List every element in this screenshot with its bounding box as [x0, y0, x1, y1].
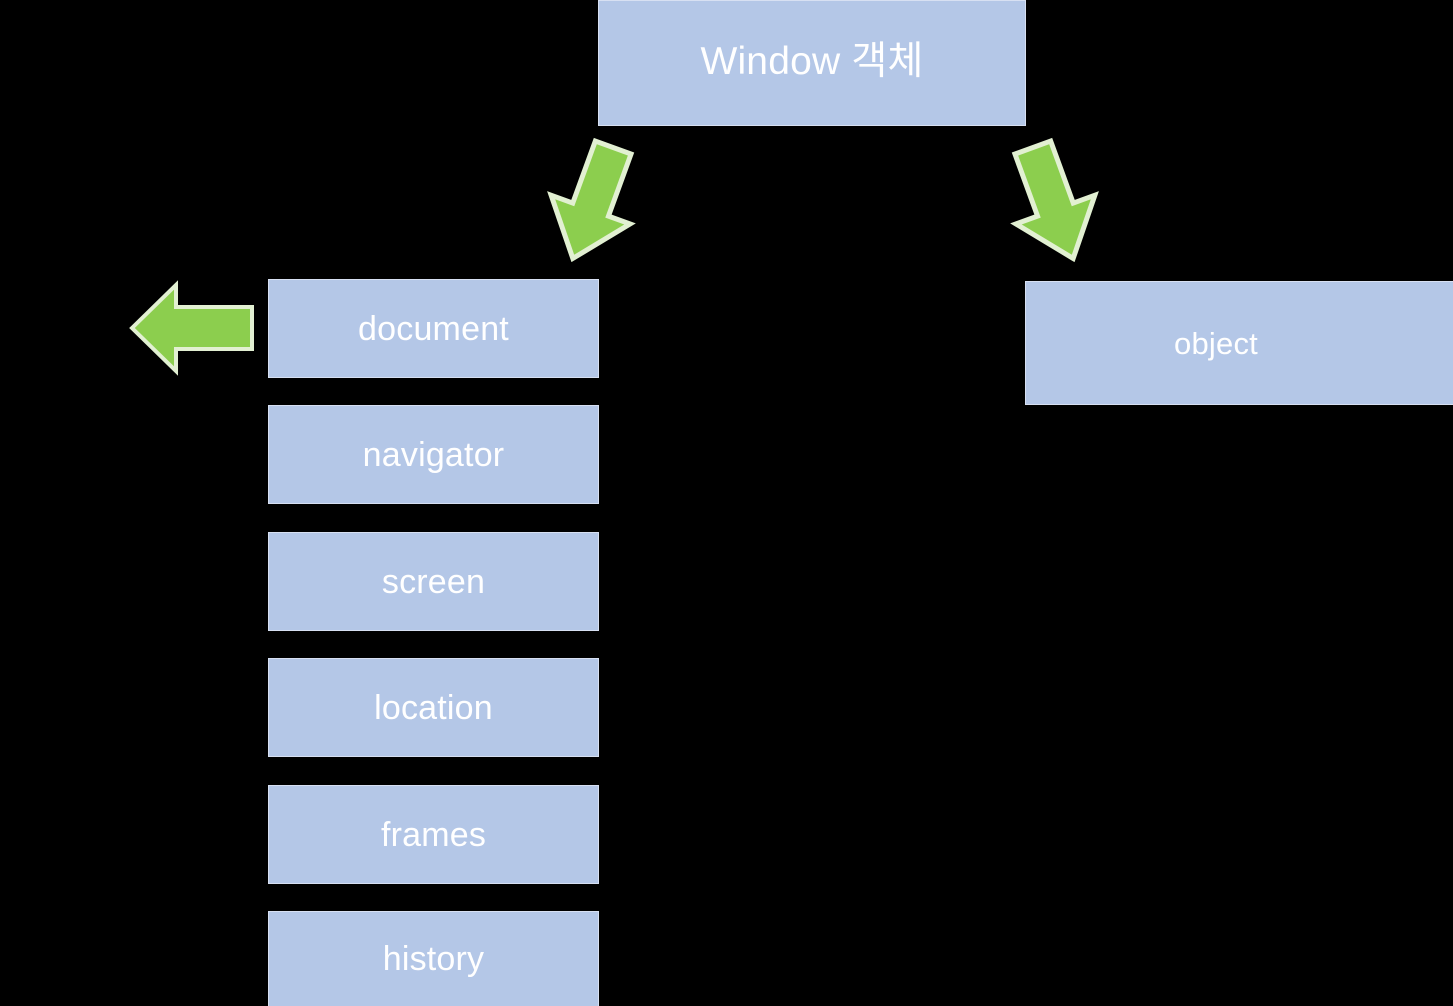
node-history-label: history	[382, 940, 485, 978]
node-location[interactable]: location	[268, 658, 599, 757]
node-frames[interactable]: frames	[268, 785, 599, 884]
node-object-label: object	[1174, 325, 1258, 361]
node-object[interactable]: object	[1025, 281, 1453, 405]
node-document-label: document	[358, 309, 509, 348]
node-document[interactable]: document	[268, 279, 599, 378]
node-screen-label: screen	[381, 562, 486, 601]
arrow-down-left-icon	[547, 137, 636, 263]
node-frames-label: frames	[380, 815, 487, 854]
node-history[interactable]: history	[268, 911, 599, 1006]
node-navigator[interactable]: navigator	[268, 405, 599, 504]
arrow-left-icon	[129, 280, 254, 376]
arrow-down-right-icon	[1010, 137, 1099, 263]
node-screen[interactable]: screen	[268, 532, 599, 631]
node-location-label: location	[374, 688, 493, 727]
node-window-object[interactable]: Window 객체	[598, 0, 1026, 126]
node-navigator-label: navigator	[362, 435, 505, 474]
node-window-object-label: Window 객체	[700, 39, 924, 83]
